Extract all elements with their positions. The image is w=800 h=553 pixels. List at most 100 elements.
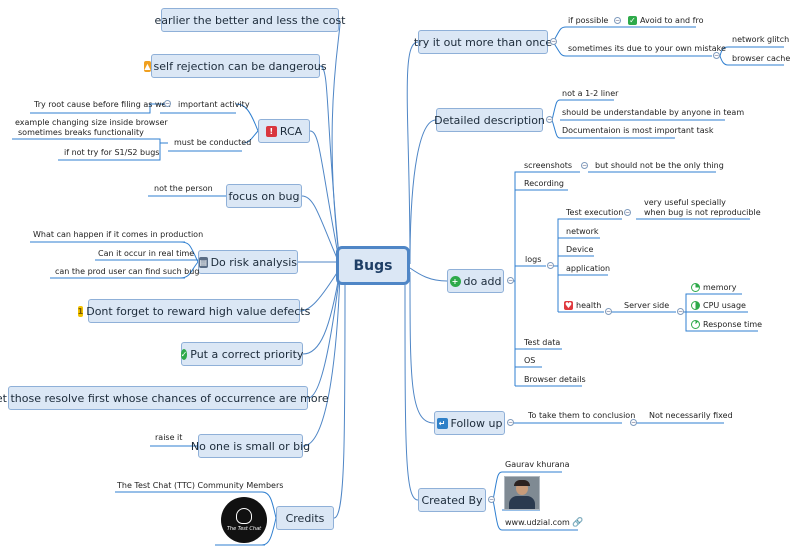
leaf-very-useful-2: when bug is not reproducible — [644, 208, 761, 217]
central-topic[interactable]: Bugs — [336, 246, 410, 285]
ribbon-icon: 1 — [77, 305, 84, 317]
leaf-cpu-usage: CPU usage — [691, 301, 746, 311]
link-icon: 🔗 — [572, 518, 584, 528]
topic-created-by-label: Created By — [421, 493, 483, 507]
topic-resolve-label: Get those resolve first whose chances of… — [0, 391, 329, 405]
leaf-understandable: should be understandable by anyone in te… — [562, 108, 745, 117]
leaf-response-label: Response time — [703, 320, 763, 329]
leaf-sometimes-mistake: sometimes its due to your own mistake — [568, 44, 726, 53]
topic-priority[interactable]: ✓ Put a correct priority — [180, 342, 304, 366]
collapse-toggle[interactable]: − — [614, 17, 621, 24]
leaf-to-take: To take them to conclusion — [528, 411, 636, 420]
topic-rca[interactable]: ! RCA — [258, 119, 310, 143]
collapse-toggle[interactable]: − — [624, 209, 631, 216]
leaf-screenshots: screenshots — [524, 161, 573, 170]
leaf-memory-label: memory — [703, 283, 737, 292]
topic-detailed-label: Detailed description — [434, 113, 545, 127]
leaf-logs: logs — [525, 255, 542, 264]
leaf-browser-details: Browser details — [524, 375, 586, 384]
topic-reward-label: Dont forget to reward high value defects — [86, 304, 311, 318]
topic-risk-label: Do risk analysis — [210, 255, 297, 269]
leaf-author-name: Gaurav khurana — [505, 460, 570, 469]
leaf-must-be-conducted: must be conducted — [174, 138, 252, 147]
topic-priority-label: Put a correct priority — [190, 347, 304, 361]
leaf-try-root-cause: Try root cause before filing as well — [34, 100, 171, 109]
collapse-toggle[interactable]: − — [488, 496, 495, 503]
collapse-toggle[interactable]: − — [550, 38, 557, 45]
progress-pie-icon — [691, 301, 700, 310]
leaf-website[interactable]: www.udzial.com 🔗 — [505, 518, 584, 528]
leaf-what-can-happen: What can happen if it comes in productio… — [33, 230, 204, 239]
leaf-very-useful-1: very useful specially — [644, 198, 726, 207]
topic-focus-on-bug[interactable]: focus on bug — [226, 184, 302, 208]
topic-small-big[interactable]: No one is small or big — [191, 434, 310, 458]
leaf-if-not-try: if not try for S1/S2 bugs — [64, 148, 160, 157]
collapse-toggle[interactable]: − — [677, 308, 684, 315]
leaf-browser-cache: browser cache — [732, 54, 791, 63]
collapse-toggle[interactable]: − — [546, 116, 553, 123]
leaf-network-glitch: network glitch — [732, 35, 790, 44]
collapse-toggle[interactable]: − — [507, 419, 514, 426]
topic-resolve-first[interactable]: Get those resolve first whose chances of… — [0, 386, 329, 410]
leaf-if-possible: if possible — [568, 16, 609, 25]
topic-follow-up[interactable]: ↵ Follow up — [434, 411, 505, 435]
topic-credits[interactable]: Credits — [276, 506, 334, 530]
leaf-important-activity: important activity — [178, 100, 250, 109]
heart-icon: ♥ — [564, 301, 573, 310]
leaf-application: application — [566, 264, 611, 273]
alert-icon: ! — [265, 125, 277, 137]
website-link[interactable]: www.udzial.com — [505, 518, 570, 527]
leaf-example-line1: example changing size inside browser — [15, 118, 168, 127]
leaf-os: OS — [524, 356, 536, 365]
warning-icon: ▲ — [144, 60, 151, 72]
leaf-but-should-not: but should not be the only thing — [595, 161, 724, 170]
collapse-toggle[interactable]: − — [507, 277, 514, 284]
topic-created-by[interactable]: Created By — [418, 488, 486, 512]
follow-up-icon: ↵ — [436, 417, 448, 429]
leaf-server-side: Server side — [624, 301, 670, 310]
leaf-raise-it: raise it — [155, 433, 183, 442]
collapse-toggle[interactable]: − — [605, 308, 612, 315]
leaf-not-the-person: not the person — [154, 184, 213, 193]
topic-reward[interactable]: 1 Dont forget to reward high value defec… — [77, 299, 310, 323]
leaf-test-execution: Test execution — [566, 208, 624, 217]
topic-do-add[interactable]: + do add — [447, 269, 504, 293]
leaf-example-line2: sometimes breaks functionality — [18, 128, 144, 137]
topic-earlier-better[interactable]: earlier the better and less the cost — [155, 8, 346, 32]
topic-detailed-description[interactable]: Detailed description — [434, 108, 545, 132]
collapse-toggle[interactable]: − — [547, 262, 554, 269]
leaf-memory: memory — [691, 283, 736, 293]
topic-self-rejection[interactable]: ▲ self rejection can be dangerous — [144, 54, 327, 78]
leaf-can-it-occur: Can it occur in real time — [98, 249, 195, 258]
topic-do-add-label: do add — [463, 274, 502, 288]
chart-icon: ▤ — [199, 256, 208, 268]
topic-try-it-out[interactable]: try it out more than once — [414, 30, 552, 54]
collapse-toggle[interactable]: − — [713, 52, 720, 59]
check-icon: ✓ — [180, 348, 188, 360]
leaf-avoid-label: Avoid to and fro — [640, 16, 704, 25]
topic-focus-label: focus on bug — [228, 189, 300, 203]
leaf-not-liner: not a 1-2 liner — [562, 89, 619, 98]
leaf-documentation: Documentaion is most important task — [562, 126, 714, 135]
leaf-can-prod-user: can the prod user can find such bug — [55, 267, 200, 276]
collapse-toggle[interactable]: − — [630, 419, 637, 426]
leaf-health-label: health — [576, 301, 602, 310]
progress-pie-icon — [691, 283, 700, 292]
leaf-device: Device — [566, 245, 594, 254]
leaf-test-data: Test data — [524, 338, 561, 347]
collapse-toggle[interactable]: − — [581, 162, 588, 169]
topic-risk-analysis[interactable]: ▤ Do risk analysis — [198, 250, 298, 274]
collapse-toggle[interactable]: − — [164, 100, 171, 107]
topic-small-big-label: No one is small or big — [190, 439, 311, 453]
leaf-avoid-to-and-fro: ✓Avoid to and fro — [628, 16, 703, 26]
author-photo — [504, 476, 540, 510]
topic-self-rejection-label: self rejection can be dangerous — [153, 59, 327, 73]
topic-try-it-label: try it out more than once — [413, 35, 553, 49]
central-topic-label: Bugs — [353, 257, 393, 274]
leaf-ttc-community: The Test Chat (TTC) Community Members — [117, 481, 284, 490]
check-icon: ✓ — [628, 16, 637, 25]
logo-head-icon — [236, 508, 252, 524]
topic-credits-label: Credits — [285, 511, 325, 525]
leaf-not-fixed: Not necessarily fixed — [649, 411, 733, 420]
